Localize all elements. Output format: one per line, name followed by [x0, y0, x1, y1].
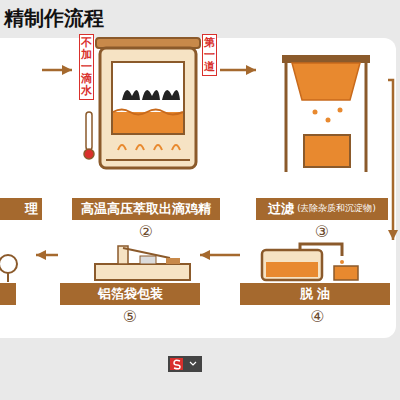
illustration-part [313, 110, 318, 115]
process-step: 理 [0, 20, 42, 248]
illustration-part [112, 62, 184, 134]
illustration-part [122, 90, 140, 100]
illustration-part [86, 112, 92, 150]
illustration-part [300, 244, 342, 256]
illustration-part [84, 149, 94, 159]
extraction-pot [84, 38, 200, 168]
step-caption: 高温高压萃取出滴鸡精 [81, 200, 211, 218]
step-number: ④ [240, 308, 395, 326]
panel [0, 38, 396, 338]
illustration-part [326, 118, 331, 123]
step-number: ② [72, 223, 220, 241]
illustration-part [0, 255, 17, 273]
illustration-part [282, 55, 370, 63]
step-caption-bar: 铝箔袋包装 [60, 283, 200, 305]
cut-off-step [0, 255, 58, 305]
process-step: 脱 油 ④ [240, 240, 395, 335]
callout-label: 第一道 [202, 34, 217, 76]
step-caption: 过滤 [268, 200, 294, 218]
ime-icon [168, 356, 202, 372]
step-caption-bar: 过滤(去除杂质和沉淀物) [256, 198, 388, 220]
illustration-part [174, 360, 180, 368]
illustration-part [338, 108, 343, 113]
diagram-title: 精制作流程 [4, 5, 104, 32]
illustration-part [266, 262, 318, 277]
process-step: 铝箔袋包装 ⑤ [60, 240, 200, 335]
illustration-part [162, 90, 180, 100]
illustration-part [334, 266, 358, 280]
step-caption: (去除杂质和沉淀物) [297, 203, 376, 215]
illustration-part [304, 135, 350, 167]
flow-arrow [42, 69, 72, 72]
illustration-part [340, 260, 344, 264]
illustration-part [100, 48, 196, 168]
callout-label: 不加一滴水 [79, 34, 94, 100]
step-caption-bar: 高温高压萃取出滴鸡精 [72, 198, 220, 220]
illustration-part [190, 362, 196, 365]
process-step: 过滤(去除杂质和沉淀物) ③ [256, 20, 388, 248]
flow-arrow [388, 80, 393, 240]
step-caption: 铝箔袋包装 [98, 285, 163, 303]
illustration-part [140, 256, 156, 264]
illustration-part [166, 258, 180, 264]
connector-layer [42, 70, 393, 255]
step-caption-bar: 理 [0, 198, 42, 220]
illustration-part [7, 273, 9, 282]
illustration-part [365, 63, 368, 172]
process-step: 高温高压萃取出滴鸡精 ② [72, 20, 220, 248]
step-number: ⑤ [60, 308, 200, 326]
illustration-part [168, 356, 202, 372]
filter-stand [282, 55, 370, 172]
step-caption: 脱 油 [300, 285, 331, 303]
packaging-machine [95, 246, 190, 280]
illustration-part [106, 159, 190, 161]
illustration-part [36, 254, 58, 257]
step-number: ③ [256, 223, 388, 241]
illustration-part [170, 358, 183, 370]
step-caption: 理 [25, 200, 38, 218]
step-caption-bar: 脱 油 [240, 283, 390, 305]
illustration-part [118, 145, 180, 150]
illustration-part [292, 63, 360, 100]
deoiling-pot [262, 244, 358, 280]
illustration-part [113, 110, 183, 115]
illustration-part [262, 250, 322, 280]
flow-arrow [220, 69, 256, 72]
illustration-part [0, 283, 16, 305]
illustration-part [142, 90, 160, 100]
illustration-part [95, 264, 190, 280]
illustration-part [285, 63, 288, 172]
flow-arrow [200, 254, 240, 257]
